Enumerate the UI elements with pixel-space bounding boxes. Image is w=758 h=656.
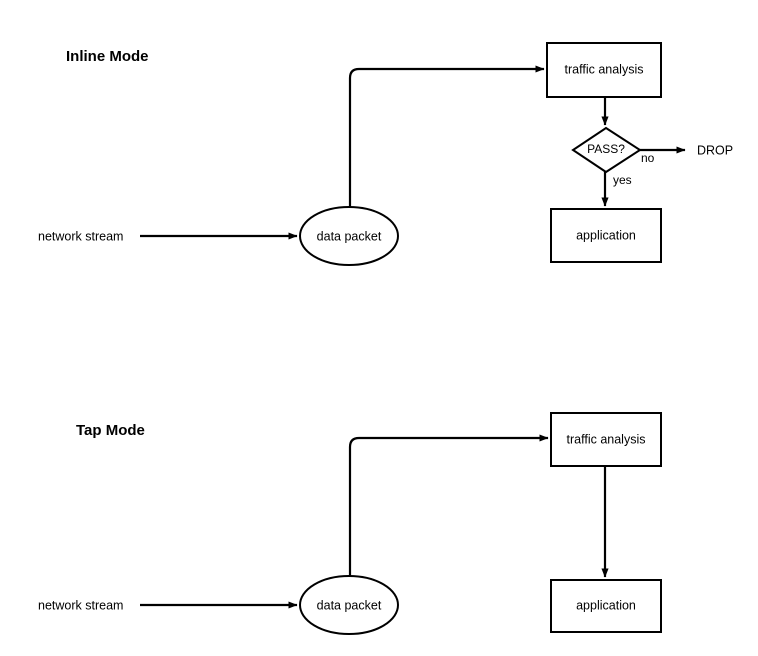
label-application-inline: application xyxy=(576,228,636,242)
label-network-stream-inline: network stream xyxy=(38,229,123,243)
label-network-stream-tap: network stream xyxy=(38,598,123,612)
section-title-inline: Inline Mode xyxy=(66,48,149,65)
node-data-packet-tap xyxy=(299,575,399,635)
node-data-packet-inline xyxy=(299,206,399,266)
label-drop-inline: DROP xyxy=(697,143,733,157)
label-traffic-analysis-tap: traffic analysis xyxy=(567,432,646,446)
label-application-tap: application xyxy=(576,598,636,612)
node-application-tap xyxy=(550,579,662,633)
edge-data-packet-to-traffic-analysis-inline xyxy=(348,65,545,207)
node-application-inline xyxy=(550,208,662,263)
label-traffic-analysis-inline: traffic analysis xyxy=(565,62,644,76)
node-traffic-analysis-tap xyxy=(550,412,662,467)
section-title-tap: Tap Mode xyxy=(76,422,145,439)
label-data-packet-inline: data packet xyxy=(317,229,382,243)
label-data-packet-tap: data packet xyxy=(317,598,382,612)
node-decision-pass-inline xyxy=(571,126,642,174)
node-traffic-analysis-inline xyxy=(546,42,662,98)
edge-label-yes-inline: yes xyxy=(613,173,632,187)
label-decision-pass-inline: PASS? xyxy=(587,142,625,156)
edge-data-packet-to-traffic-analysis-tap xyxy=(348,434,549,576)
edge-label-no-inline: no xyxy=(641,151,655,165)
